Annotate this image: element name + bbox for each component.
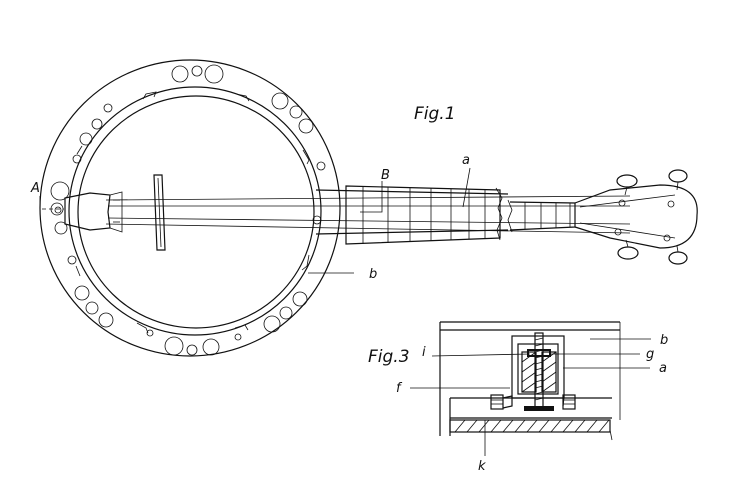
fig1-title: Fig.1 xyxy=(414,104,456,124)
fig3-label-b: b xyxy=(660,333,668,348)
fig3-label-g: g xyxy=(646,347,654,362)
rim-holes xyxy=(50,64,326,356)
headstock xyxy=(574,169,698,265)
bridge xyxy=(153,174,166,251)
neck xyxy=(315,185,576,245)
section-line-a xyxy=(39,196,64,214)
fig3-title: Fig.3 xyxy=(368,347,410,367)
fig3-label-k: k xyxy=(478,459,486,474)
banjo-figure xyxy=(39,59,698,357)
fig1-label-a-neck: a xyxy=(462,153,470,168)
strings xyxy=(105,195,631,234)
fig3-label-i: i xyxy=(422,345,426,360)
banjo-head xyxy=(77,95,315,329)
fig1-label-b-rim: b xyxy=(369,267,377,282)
detail-section-figure xyxy=(410,321,651,456)
banjo-rim-outer xyxy=(39,59,341,357)
fig1-label-a-section: A xyxy=(30,181,40,196)
leader-lines-fig1 xyxy=(308,167,471,274)
fig3-label-f: f xyxy=(396,381,403,396)
fig1-label-b-upper: B xyxy=(381,168,390,183)
leader-lines-fig3 xyxy=(410,338,651,456)
fig3-label-a: a xyxy=(659,361,667,376)
rim-brackets xyxy=(75,91,310,334)
tailpiece xyxy=(64,191,123,233)
banjo-rim-inner xyxy=(68,86,322,336)
